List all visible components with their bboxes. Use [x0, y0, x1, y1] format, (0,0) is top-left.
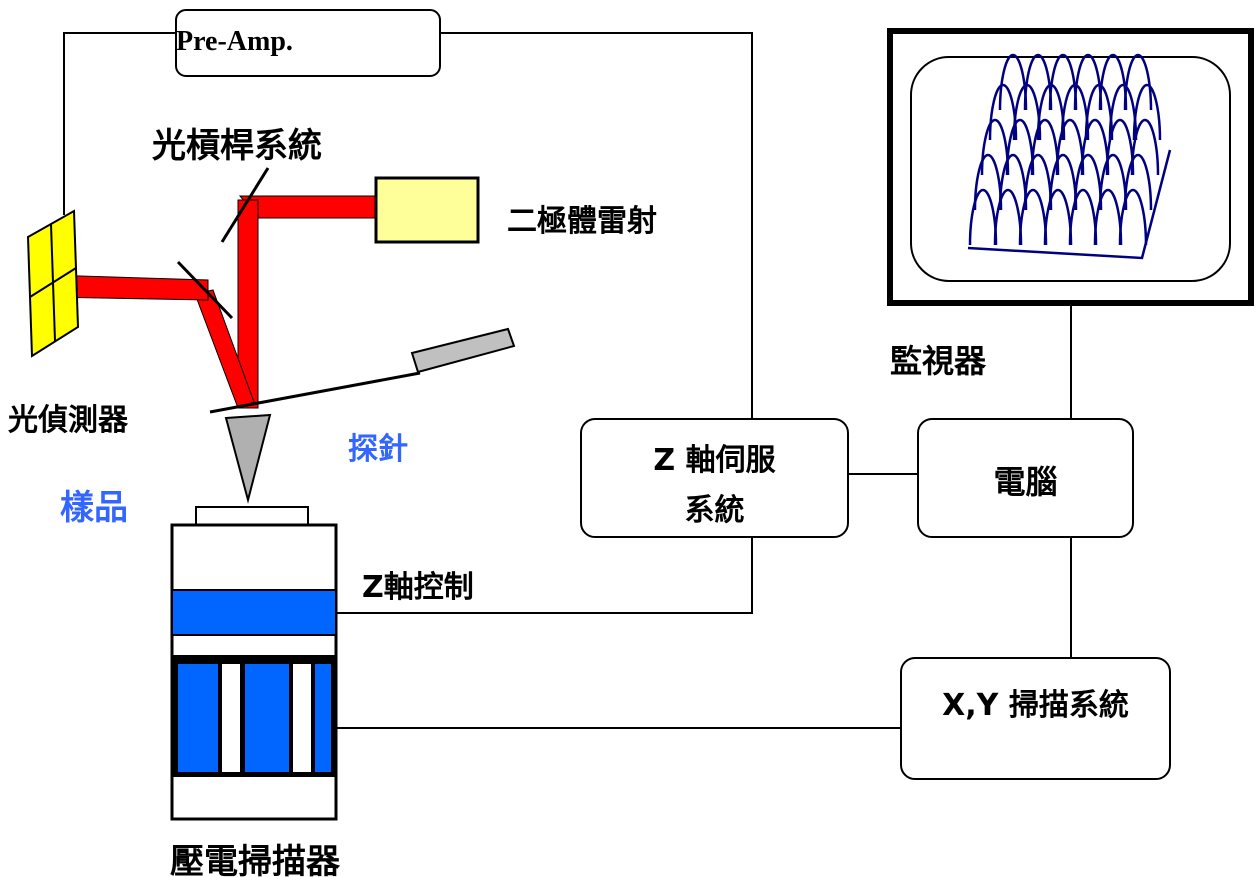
surface-bump	[1080, 118, 1110, 176]
surface-bump	[1098, 153, 1128, 211]
computer-box	[917, 418, 1134, 538]
surface-bump	[1043, 188, 1073, 246]
surface-image	[967, 53, 1172, 260]
probe-tip	[224, 413, 272, 504]
wiring	[63, 32, 1072, 729]
xy-scan-label: X,Y 掃描系統	[942, 688, 1129, 723]
z-servo-label-line1: Z 軸伺服	[653, 443, 776, 478]
computer-label: 電腦	[993, 463, 1058, 501]
pre-amp-box	[175, 9, 441, 77]
surface-bump	[1105, 118, 1135, 176]
piezo-scanner-label: 壓電掃描器	[170, 842, 340, 877]
photodetector	[26, 209, 80, 358]
beam-from-laser	[238, 195, 379, 219]
surface-bump	[1005, 118, 1035, 176]
pre-amp-label: Pre-Amp.	[176, 26, 293, 57]
surface-bump	[1123, 153, 1153, 211]
mirrors	[176, 167, 270, 320]
wire-preamp-to-detector	[63, 32, 176, 215]
surface-bump	[1130, 118, 1160, 176]
surface-bump	[1023, 153, 1053, 211]
xy-piezo-gap	[222, 664, 240, 772]
surface-bump	[1018, 188, 1048, 246]
surface-bump	[1098, 53, 1128, 111]
laser-diode	[374, 176, 480, 244]
piezo-scanner	[170, 506, 338, 821]
surface-bump	[998, 153, 1028, 211]
photodetector-label: 光偵測器	[8, 403, 128, 438]
surface-bump	[1118, 188, 1148, 246]
xy-scan-box	[900, 657, 1171, 780]
upper-mirror	[220, 167, 270, 243]
cantilever-holder	[410, 327, 516, 374]
surface-bump	[1030, 118, 1060, 176]
z-servo-box	[580, 418, 849, 538]
surface-bump	[1023, 53, 1053, 111]
monitor-label: 監視器	[890, 342, 987, 380]
surface-bump	[968, 188, 998, 246]
surface-bump	[1132, 83, 1162, 141]
sample-label: 樣品	[60, 488, 128, 528]
xy-piezo-segment	[178, 664, 218, 772]
z-piezo-band	[171, 589, 337, 636]
xy-piezo-segment	[245, 664, 289, 772]
laser-diode-label: 二極體雷射	[507, 204, 657, 239]
surface-bump	[1055, 118, 1085, 176]
probe-label: 探針	[348, 432, 408, 467]
surface-edge	[967, 149, 1172, 260]
xy-piezo-segment	[315, 664, 331, 772]
xy-piezo-gap	[293, 664, 311, 772]
surface-bump	[1123, 53, 1153, 111]
z-control-label: Z軸控制	[362, 570, 474, 605]
z-servo-label-line2: 系統	[684, 493, 745, 528]
surface-bump	[1068, 188, 1098, 246]
wire-preamp-to-z-control	[337, 32, 753, 614]
laser-beam	[47, 195, 379, 409]
optical-lever-label: 光槓桿系統	[152, 126, 322, 166]
surface-bump	[973, 153, 1003, 211]
surface-bump	[980, 118, 1010, 176]
surface-bump	[993, 188, 1023, 246]
surface-bump	[1048, 53, 1078, 111]
surface-bump	[1048, 153, 1078, 211]
surface-bump	[1093, 188, 1123, 246]
lower-mirror	[176, 260, 234, 320]
surface-bump	[998, 53, 1028, 111]
surface-bump	[1073, 153, 1103, 211]
surface-bump	[1073, 53, 1103, 111]
cantilever	[209, 371, 421, 414]
beam-down	[237, 199, 259, 409]
